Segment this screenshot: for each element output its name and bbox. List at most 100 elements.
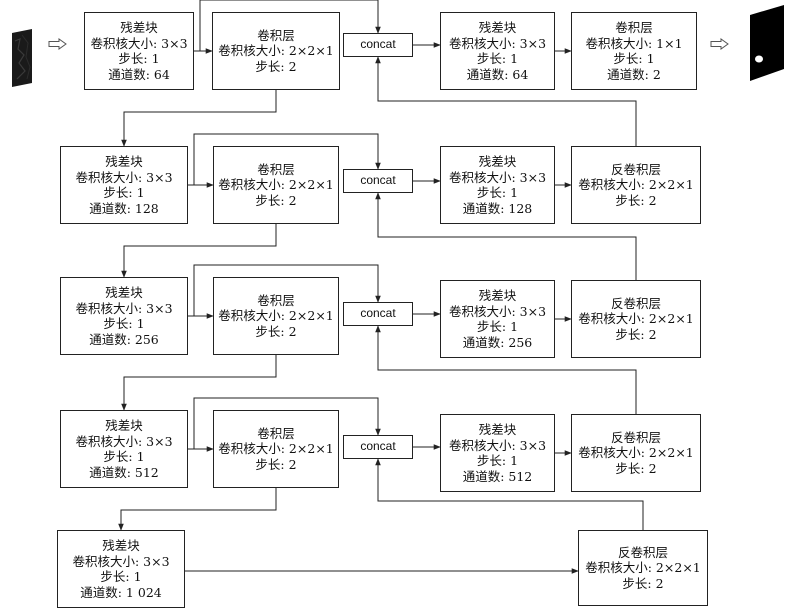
node-text-line: 反卷积层	[610, 429, 661, 445]
node-text-line: 卷积核大小: 1×1	[585, 35, 683, 51]
node-text-line: 卷积层	[615, 20, 653, 35]
node-text-line: 卷积核大小: 2×2×1	[578, 177, 694, 193]
node-text-line: 卷积核大小: 2×2×1	[578, 311, 694, 327]
upsample-arrow	[375, 325, 637, 414]
node-text-line: 残差块	[478, 20, 517, 35]
node-text-line: 卷积核大小: 2×2×1	[218, 441, 334, 457]
input-arrow-icon	[48, 38, 67, 50]
node-text-line: 卷积核大小: 3×3	[75, 300, 173, 316]
downsample-arrow	[121, 355, 277, 411]
concat-node: concat	[343, 169, 413, 193]
node-text-line: concat	[360, 173, 396, 188]
downsample-arrow	[118, 488, 277, 531]
node-text-line: 通道数: 1 024	[80, 584, 162, 600]
node-text-line: 卷积核大小: 2×2×1	[218, 308, 334, 324]
output-arrow-icon	[710, 38, 729, 50]
node-text-line: 步长: 1	[613, 51, 655, 66]
node-text-line: 卷积层	[257, 292, 295, 308]
upsample-arrow	[375, 56, 637, 146]
node-text-line: 步长: 1	[476, 453, 519, 468]
node-text-line: 卷积核大小: 3×3	[448, 303, 547, 319]
node-text-line: 反卷积层	[617, 544, 668, 560]
node-text-line: concat	[360, 439, 396, 454]
node-text-line: 通道数: 128	[89, 200, 159, 216]
node-text-line: 卷积核大小: 2×2×1	[585, 560, 701, 576]
node-text-line: 卷积核大小: 3×3	[75, 433, 173, 449]
node-text-line: 步长: 2	[615, 460, 657, 476]
node-text-line: 卷积核大小: 3×3	[72, 553, 170, 569]
node-text-line: 通道数: 512	[89, 464, 159, 480]
node-text-line: 通道数: 256	[462, 334, 533, 350]
node-text-line: concat	[360, 37, 396, 52]
node-text-line: concat	[360, 306, 396, 321]
node-text-line: 反卷积层	[610, 295, 661, 311]
node-text-line: 通道数: 64	[466, 66, 529, 82]
output-mask-image	[750, 5, 784, 81]
input-image	[12, 29, 32, 87]
node-text-line: 反卷积层	[610, 161, 661, 177]
concat-node: concat	[343, 302, 413, 326]
node-text-line: 步长: 2	[255, 323, 297, 339]
node-text-line: 卷积核大小: 3×3	[90, 35, 188, 51]
node-text-line: 步长: 1	[103, 185, 145, 200]
node-text-line: 卷积核大小: 3×3	[448, 35, 547, 51]
downsample-arrow	[121, 224, 277, 278]
node-text-line: 步长: 2	[255, 456, 297, 472]
concat-node: concat	[343, 435, 413, 459]
node-text-line: 残差块	[105, 418, 143, 433]
node-text-line: 卷积核大小: 3×3	[75, 169, 173, 185]
node-text-line: 步长: 1	[100, 569, 142, 584]
upsample-arrow	[375, 458, 644, 530]
node-text-line: 残差块	[478, 422, 517, 437]
node-text-line: 残差块	[478, 288, 517, 303]
node-text-line: 卷积核大小: 2×2×1	[218, 43, 334, 59]
node-text-line: 残差块	[120, 20, 158, 35]
node-text-line: 残差块	[105, 285, 143, 300]
node-text-line: 步长: 2	[255, 192, 297, 208]
node-text-line: 卷积层	[257, 27, 295, 43]
node-text-line: 步长: 1	[118, 51, 160, 66]
skip-connection-arrow	[199, 0, 381, 51]
node-text-line: 残差块	[478, 154, 517, 169]
node-text-line: 步长: 1	[476, 185, 519, 200]
node-text-line: 通道数: 512	[462, 468, 533, 484]
node-text-line: 步长: 2	[615, 192, 657, 208]
node-text-line: 步长: 1	[103, 449, 145, 464]
skip-connection-arrow	[193, 264, 381, 316]
node-text-line: 步长: 1	[476, 51, 519, 66]
node-text-line: 卷积层	[257, 425, 295, 441]
node-text-line: 残差块	[102, 538, 140, 553]
downsample-arrow	[121, 90, 277, 147]
node-text-line: 步长: 2	[255, 58, 297, 74]
node-text-line: 步长: 2	[622, 575, 664, 591]
concat-node: concat	[343, 33, 413, 57]
upsample-arrow	[375, 192, 637, 280]
node-text-line: 卷积核大小: 3×3	[448, 169, 547, 185]
node-text-line: 通道数: 128	[462, 200, 533, 216]
node-text-line: 通道数: 64	[108, 66, 170, 82]
node-text-line: 卷积核大小: 2×2×1	[578, 445, 694, 461]
skip-connection-arrow	[193, 397, 381, 449]
skip-connection-arrow	[193, 133, 381, 185]
node-text-line: 步长: 1	[103, 316, 145, 331]
node-text-line: 通道数: 2	[607, 66, 661, 82]
